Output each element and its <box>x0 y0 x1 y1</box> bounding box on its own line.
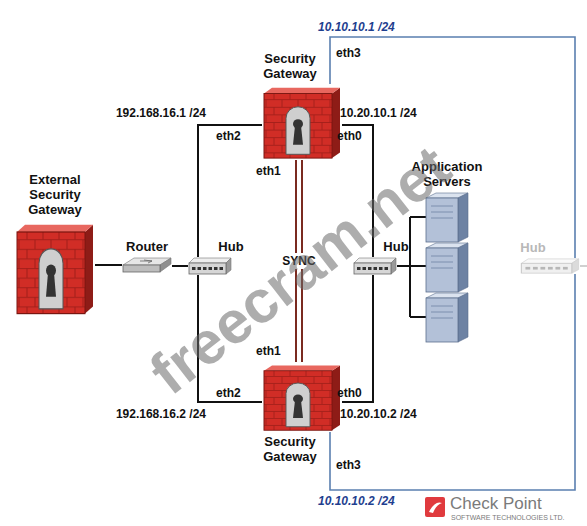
port-label: eth0 <box>337 129 362 143</box>
connector-line <box>410 316 426 318</box>
port-label: 10.20.10.1 /24 <box>340 106 417 120</box>
gateway-node: Security Gateway <box>262 362 342 432</box>
connector <box>172 266 188 267</box>
router-node: Router <box>122 257 172 273</box>
firewall-icon <box>262 362 342 432</box>
port-label: 10.20.10.2 /24 <box>340 407 417 421</box>
edge-label: SYNC <box>279 253 318 269</box>
connector <box>342 125 373 257</box>
hub-icon <box>520 258 580 274</box>
firewall-icon <box>262 84 342 160</box>
connector <box>198 275 262 402</box>
node-label: Router <box>117 239 177 254</box>
port-label: eth1 <box>256 344 281 358</box>
node-label: Hub <box>516 240 550 255</box>
node-label: External Security Gateway <box>7 172 103 217</box>
watermark: freecram.net <box>137 132 463 408</box>
node-label: Hub <box>379 239 413 254</box>
connector <box>95 265 122 266</box>
port-label: 10.10.10.2 /24 <box>318 494 395 508</box>
logo-subtext: SOFTWARE TECHNOLOGIES LTD. <box>451 514 564 522</box>
gateway-icon-node: External Security Gateway <box>15 220 95 316</box>
port-label: 192.168.16.1 /24 <box>116 106 206 120</box>
connector-line <box>95 264 122 266</box>
connector <box>330 274 575 490</box>
router-icon <box>122 257 172 273</box>
connector-line <box>410 265 426 267</box>
logo-swoosh <box>429 502 442 513</box>
connector-line <box>198 275 262 402</box>
hub-icon <box>353 257 397 275</box>
connector-line <box>342 125 373 257</box>
logo-square <box>425 497 445 517</box>
logo-mark <box>425 497 445 517</box>
hub-node: Hub <box>353 257 397 275</box>
gateway-node: Security Gateway <box>262 84 342 160</box>
node-label: Application Servers <box>397 159 497 189</box>
connector-line <box>342 275 373 402</box>
port-label: eth2 <box>216 129 241 143</box>
port-label: eth3 <box>336 46 361 60</box>
server-icon <box>422 192 472 344</box>
port-label: eth2 <box>216 386 241 400</box>
port-label: eth3 <box>336 458 361 472</box>
connector <box>198 125 262 257</box>
connector-line <box>172 265 188 267</box>
hub-node: Hub <box>188 257 232 275</box>
hub-node: Hub <box>520 258 580 274</box>
firewall-icon <box>15 220 95 316</box>
logo-text: Check Point <box>450 494 542 514</box>
connector <box>397 217 426 317</box>
connector <box>330 37 575 258</box>
faded-wire <box>580 265 587 267</box>
port-label: eth1 <box>256 164 281 178</box>
connector-line <box>330 274 575 490</box>
node-label: Security Gateway <box>250 51 330 81</box>
port-label: eth0 <box>337 386 362 400</box>
connector-line <box>330 37 575 258</box>
node-label: Hub <box>214 239 248 254</box>
connector-line <box>410 216 426 218</box>
connector <box>342 275 373 402</box>
connector-line <box>397 265 410 267</box>
port-label: 192.168.16.2 /24 <box>116 407 206 421</box>
hub-icon <box>188 257 232 275</box>
node-label: Security Gateway <box>250 434 330 464</box>
port-label: 10.10.10.1 /24 <box>318 20 395 34</box>
connector-line <box>198 125 262 257</box>
server-group-node: Application Servers <box>422 192 472 344</box>
